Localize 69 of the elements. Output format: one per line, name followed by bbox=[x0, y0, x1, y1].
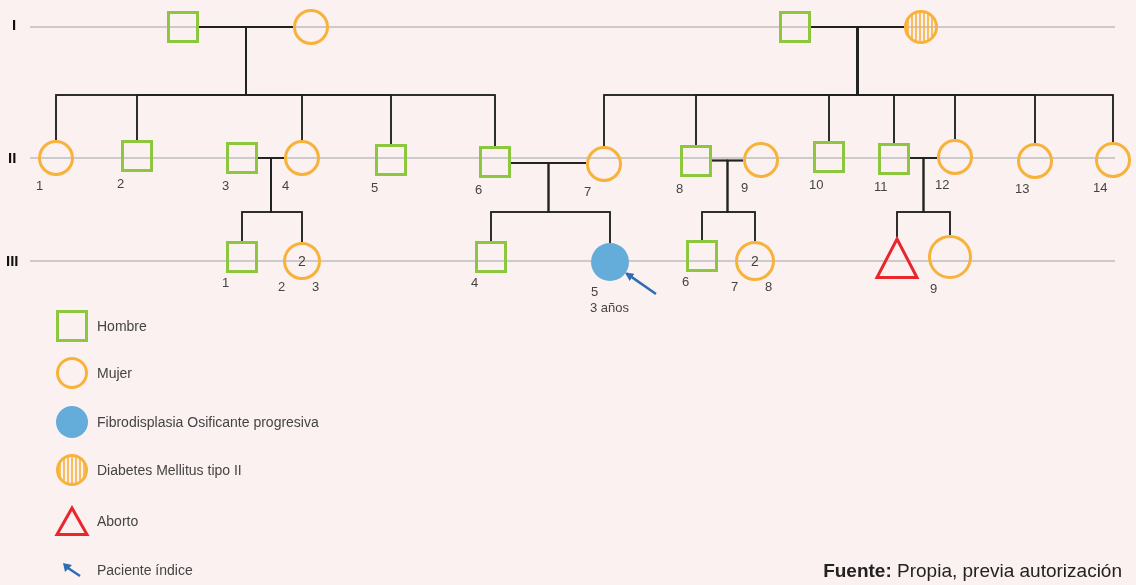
count-number: 2 bbox=[751, 254, 759, 270]
legend-label: Aborto bbox=[97, 513, 139, 529]
generation-label: II bbox=[8, 150, 17, 165]
male-square bbox=[167, 11, 199, 43]
descent-line bbox=[856, 26, 1114, 143]
female-circle bbox=[743, 142, 779, 178]
descent-line bbox=[726, 159, 756, 242]
generation-label: I bbox=[12, 17, 17, 32]
individual-number: 7 bbox=[731, 279, 739, 294]
individual-number: 10 bbox=[809, 177, 824, 192]
abortion-triangle bbox=[875, 237, 919, 279]
male-square bbox=[813, 141, 845, 173]
pointer-arrow bbox=[624, 272, 657, 296]
male-square bbox=[475, 241, 507, 273]
individual-number: 5 bbox=[591, 284, 599, 299]
descent-line bbox=[245, 26, 496, 147]
legend-label: Paciente índice bbox=[97, 562, 193, 578]
legend-label: Mujer bbox=[97, 365, 132, 381]
age-label: 3 años bbox=[590, 300, 630, 315]
female-circle bbox=[1095, 142, 1131, 178]
legend-label: Hombre bbox=[97, 318, 147, 334]
male-square bbox=[375, 144, 407, 176]
individual-number: 4 bbox=[471, 275, 479, 290]
female-circle bbox=[937, 139, 973, 175]
legend-label: Diabetes Mellitus tipo II bbox=[97, 462, 242, 478]
individual-number: 9 bbox=[930, 281, 938, 296]
male-square bbox=[878, 143, 910, 175]
legend-label: Fibrodisplasia Osificante progresiva bbox=[97, 414, 319, 430]
female-circle bbox=[284, 140, 320, 176]
male-square bbox=[479, 146, 511, 178]
source-caption: Fuente: Propia, previa autorización bbox=[823, 560, 1122, 582]
count-number: 2 bbox=[298, 254, 306, 270]
female-circle bbox=[283, 242, 321, 280]
individual-number: 9 bbox=[741, 180, 749, 195]
individual-number: 2 bbox=[117, 176, 125, 191]
male-square bbox=[226, 142, 258, 174]
descent-line bbox=[270, 157, 303, 243]
individual-number: 5 bbox=[371, 180, 379, 195]
individual-number: 7 bbox=[584, 184, 592, 199]
male-square bbox=[686, 240, 718, 272]
striped-circle bbox=[904, 10, 938, 44]
male-square bbox=[121, 140, 153, 172]
female-circle bbox=[735, 241, 775, 281]
individual-number: 14 bbox=[1093, 180, 1108, 195]
individual-number: 8 bbox=[765, 279, 773, 294]
individual-number: 11 bbox=[874, 179, 888, 194]
female-circle bbox=[586, 146, 622, 182]
affected-circle bbox=[591, 243, 629, 281]
female-circle bbox=[1017, 143, 1053, 179]
male-square bbox=[680, 145, 712, 177]
male-square bbox=[779, 11, 811, 43]
female-circle bbox=[293, 9, 329, 45]
generation-label: III bbox=[6, 253, 19, 268]
individual-number: 4 bbox=[282, 178, 290, 193]
descent-line bbox=[922, 157, 951, 236]
individual-number: 3 bbox=[222, 178, 230, 193]
individual-number: 8 bbox=[676, 181, 684, 196]
individual-number: 2 bbox=[278, 279, 286, 294]
individual-number: 12 bbox=[935, 177, 950, 192]
female-circle bbox=[38, 140, 74, 176]
male-square bbox=[226, 241, 258, 273]
individual-number: 1 bbox=[36, 178, 44, 193]
individual-number: 6 bbox=[475, 182, 483, 197]
individual-number: 3 bbox=[312, 279, 320, 294]
individual-number: 1 bbox=[222, 275, 230, 290]
descent-line bbox=[547, 162, 611, 244]
individual-number: 13 bbox=[1015, 181, 1030, 196]
individual-number: 6 bbox=[682, 274, 690, 289]
female-circle bbox=[928, 235, 972, 279]
